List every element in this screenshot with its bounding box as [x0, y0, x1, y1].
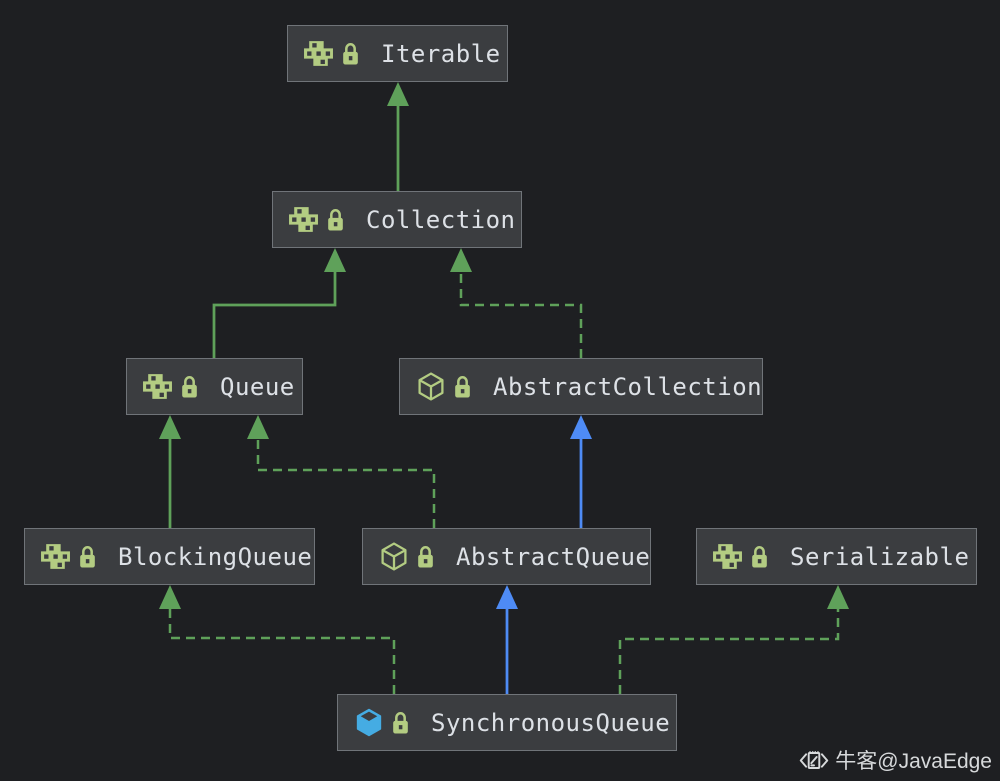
node-queue[interactable]: Queue	[126, 358, 303, 415]
arrowhead-icon	[496, 585, 518, 609]
abstract-class-icon	[414, 372, 447, 401]
interface-icon	[287, 206, 320, 234]
arrowhead-icon	[159, 585, 181, 609]
interface-icon	[711, 543, 744, 571]
node-iterable[interactable]: Iterable	[287, 25, 508, 82]
node-blocking-queue[interactable]: BlockingQueue	[24, 528, 315, 585]
node-collection[interactable]: Collection	[272, 191, 522, 248]
arrowhead-icon	[247, 415, 269, 439]
class-icon	[352, 708, 385, 737]
interface-icon	[141, 373, 174, 401]
interface-icon	[39, 543, 72, 571]
node-label: Serializable	[790, 542, 970, 571]
node-abstract-collection[interactable]: AbstractCollection	[399, 358, 763, 415]
niuke-logo-icon	[799, 749, 829, 772]
lock-icon	[417, 545, 434, 568]
node-label: Queue	[220, 372, 295, 401]
node-label: AbstractQueue	[456, 542, 651, 571]
arrowhead-icon	[387, 82, 409, 106]
edge-synchronousqueue-to-blockingqueue	[168, 606, 396, 694]
watermark-text: 牛客@JavaEdge	[835, 750, 992, 773]
edge-synchronousqueue-to-serializable	[618, 606, 840, 694]
arrowhead-icon	[324, 248, 346, 272]
abstract-class-icon	[377, 542, 410, 571]
watermark: 牛客@JavaEdge	[799, 745, 992, 775]
lock-icon	[454, 375, 471, 398]
arrowhead-icon	[159, 415, 181, 439]
lock-icon	[342, 42, 359, 65]
lock-icon	[327, 208, 344, 231]
arrowhead-icon	[450, 248, 472, 272]
node-label: Iterable	[381, 39, 501, 68]
lock-icon	[79, 545, 96, 568]
node-label: SynchronousQueue	[431, 708, 671, 737]
edge-abstractqueue-to-queue	[256, 436, 436, 528]
lock-icon	[751, 545, 768, 568]
node-label: BlockingQueue	[118, 542, 313, 571]
node-serializable[interactable]: Serializable	[696, 528, 977, 585]
node-synchronous-queue[interactable]: SynchronousQueue	[337, 694, 677, 751]
lock-icon	[392, 711, 409, 734]
node-label: AbstractCollection	[493, 372, 763, 401]
arrowhead-icon	[570, 415, 592, 439]
edge-abstractcollection-to-collection	[459, 269, 583, 358]
arrowhead-icon	[827, 585, 849, 609]
interface-icon	[302, 40, 335, 68]
edge-queue-to-collection	[212, 269, 337, 358]
node-label: Collection	[366, 205, 516, 234]
lock-icon	[181, 375, 198, 398]
node-abstract-queue[interactable]: AbstractQueue	[362, 528, 651, 585]
